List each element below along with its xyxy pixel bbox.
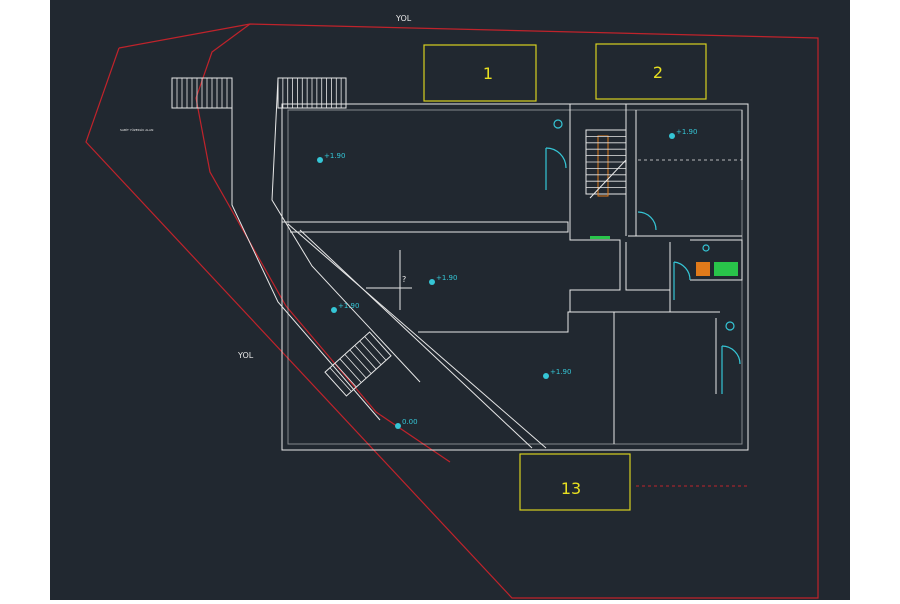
kitchen-unit-orange xyxy=(696,262,710,276)
block-2: 2 xyxy=(595,43,707,100)
wc-fixture-1 xyxy=(553,119,563,129)
elevation-label-3: +1.90 xyxy=(436,274,457,282)
site-note: SABİT YÜZERLİK ALAN xyxy=(120,127,153,132)
block-13-label: 13 xyxy=(561,479,581,498)
wc-fixture-2 xyxy=(725,321,735,331)
block-13-outline xyxy=(519,453,631,511)
block-13: 13 xyxy=(519,453,631,511)
elevation-label-4: +1.90 xyxy=(338,302,359,310)
fixtures xyxy=(553,119,738,331)
property-boundary xyxy=(85,23,819,599)
elevation-marker-1: +1.90 xyxy=(317,152,345,163)
cad-drawing: YOL YOL SABİT YÜZERLİK ALAN 1 2 13 xyxy=(50,0,850,600)
stair-tread xyxy=(349,349,372,374)
ramp-stair xyxy=(324,331,392,397)
road-label-top: YOL xyxy=(395,14,412,23)
elevation-marker-4: +1.90 xyxy=(331,302,359,313)
dashed-partitions xyxy=(613,159,742,444)
elevation-marker-2: +1.90 xyxy=(669,128,697,139)
stair-tread xyxy=(364,336,387,361)
stair-tread xyxy=(339,358,362,383)
block-1-label: 1 xyxy=(483,64,493,83)
elevation-label-6: 0.00 xyxy=(402,418,418,426)
stair-tread xyxy=(354,345,377,370)
floor-plan-svg: YOL YOL SABİT YÜZERLİK ALAN 1 2 13 xyxy=(50,0,850,600)
block-2-outline xyxy=(595,43,707,100)
kitchen-unit-green xyxy=(714,262,738,276)
boundary-inner-line xyxy=(195,23,451,463)
building-walls xyxy=(281,103,749,451)
elevation-marker-6: 0.00 xyxy=(395,418,418,429)
elevation-label-1: +1.90 xyxy=(324,152,345,160)
entry-stair-left xyxy=(171,77,233,109)
block-1-outline xyxy=(423,44,537,102)
elevation-label-5: +1.90 xyxy=(550,368,571,376)
block-1: 1 xyxy=(423,44,537,102)
core-stair xyxy=(585,129,627,199)
stair-tread xyxy=(359,340,382,366)
drawing-background xyxy=(50,0,850,600)
ramp-walls xyxy=(231,77,421,421)
elevation-label-2: +1.90 xyxy=(676,128,697,136)
question-mark-label: ? xyxy=(402,275,406,284)
elevation-marker-3: +1.90 xyxy=(429,274,457,285)
stair-tread xyxy=(329,367,352,392)
wc-fixture-3 xyxy=(702,244,710,252)
road-label-left: YOL xyxy=(237,351,254,360)
elevation-marker-5: +1.90 xyxy=(543,368,571,379)
stair-tread xyxy=(344,354,367,379)
door-marker-green xyxy=(590,236,610,239)
entry-stair-right xyxy=(277,77,347,109)
block-2-label: 2 xyxy=(653,63,663,82)
stair-tread xyxy=(334,362,357,388)
doors xyxy=(545,147,741,394)
